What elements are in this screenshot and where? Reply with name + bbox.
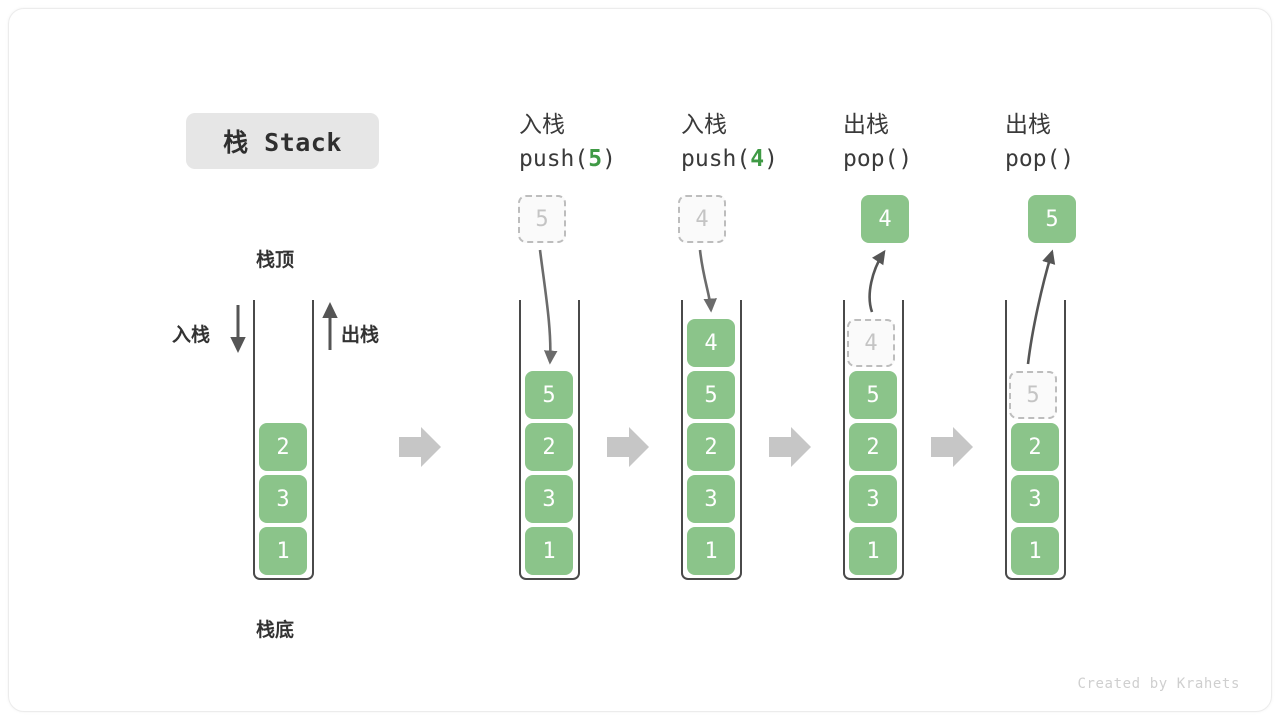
stack-top-label: 栈顶 — [256, 249, 295, 271]
column-header-push-4: 入栈 push(4) — [681, 108, 778, 176]
header-call-prefix: push( — [519, 146, 589, 172]
stack-cell: 3 — [525, 475, 573, 523]
stack-cell: 3 — [1011, 475, 1059, 523]
column-header-line1: 入栈 — [519, 112, 565, 138]
ghost-cell-push-5: 5 — [518, 195, 566, 243]
pop-direction-label: 出栈 — [341, 324, 380, 346]
title-badge: 栈 Stack — [186, 113, 379, 169]
header-call-arg: 4 — [750, 146, 765, 172]
stack-cell: 2 — [1011, 423, 1059, 471]
column-header-line2: push(5) — [519, 142, 616, 176]
header-call-prefix: push( — [681, 146, 751, 172]
ghost-cell-pop-5: 5 — [1009, 371, 1057, 419]
stack-cell: 3 — [687, 475, 735, 523]
stack-tube-pop-4 — [843, 300, 904, 580]
stack-cell: 1 — [259, 527, 307, 575]
stack-tube-pop-5 — [1005, 300, 1066, 580]
stack-cell: 1 — [1011, 527, 1059, 575]
header-call-arg: 5 — [588, 146, 603, 172]
stack-tube-push-4 — [681, 300, 742, 580]
stack-bottom-label: 栈底 — [256, 619, 295, 641]
column-header-line1: 出栈 — [843, 112, 889, 138]
popped-cell-4: 4 — [861, 195, 909, 243]
stack-cell: 5 — [687, 371, 735, 419]
header-call-prefix: pop( — [1005, 146, 1061, 172]
stack-cell: 5 — [525, 371, 573, 419]
column-header-pop-5: 出栈 pop() — [1005, 108, 1074, 176]
popped-cell-5: 5 — [1028, 195, 1076, 243]
stack-cell: 4 — [687, 319, 735, 367]
stack-cell: 1 — [849, 527, 897, 575]
ghost-cell-push-4: 4 — [678, 195, 726, 243]
ghost-cell-pop-4: 4 — [847, 319, 895, 367]
stack-tube-push-5 — [519, 300, 580, 580]
column-header-line2: pop() — [843, 142, 912, 176]
stack-cell: 5 — [849, 371, 897, 419]
stack-cell: 2 — [687, 423, 735, 471]
column-header-line1: 入栈 — [681, 112, 727, 138]
stack-tube-initial — [253, 300, 314, 580]
stack-cell: 2 — [849, 423, 897, 471]
column-header-pop-4: 出栈 pop() — [843, 108, 912, 176]
header-call-suffix: ) — [764, 146, 778, 172]
credit-text: Created by Krahets — [1077, 676, 1240, 692]
stack-cell: 3 — [849, 475, 897, 523]
column-header-line1: 出栈 — [1005, 112, 1051, 138]
header-call-suffix: ) — [602, 146, 616, 172]
column-header-line2: push(4) — [681, 142, 778, 176]
column-header-push-5: 入栈 push(5) — [519, 108, 616, 176]
stack-cell: 1 — [687, 527, 735, 575]
push-direction-label: 入栈 — [172, 324, 211, 346]
stack-cell: 2 — [525, 423, 573, 471]
header-call-suffix: ) — [1060, 146, 1075, 172]
header-call-suffix: ) — [898, 146, 913, 172]
column-header-line2: pop() — [1005, 142, 1074, 176]
stack-cell: 1 — [525, 527, 573, 575]
stack-cell: 3 — [259, 475, 307, 523]
header-call-prefix: pop( — [843, 146, 899, 172]
stack-cell: 2 — [259, 423, 307, 471]
